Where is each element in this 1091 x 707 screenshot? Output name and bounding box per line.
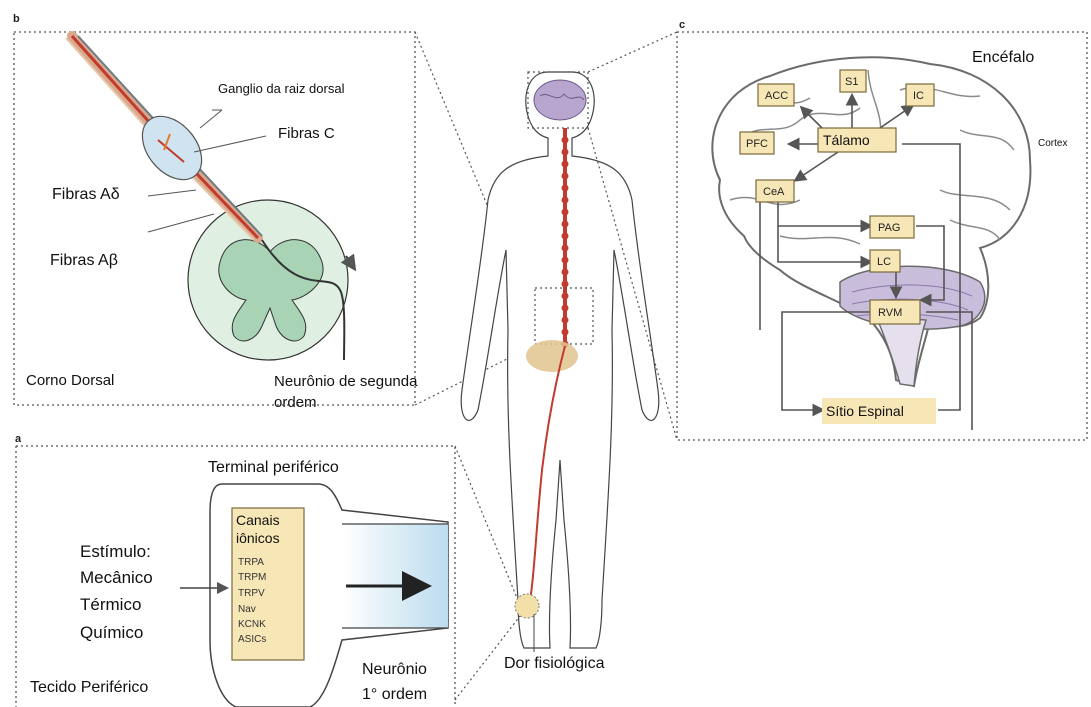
head-brain: [534, 80, 586, 120]
channel-nav: Nav: [238, 604, 256, 615]
panel-a-letter: a: [15, 433, 22, 445]
channel-kcnk: KCNK: [238, 619, 266, 630]
fibers-ab-label: Fibras Aβ: [50, 252, 118, 269]
fibers-ab-leader: [148, 214, 214, 232]
neuron-label-line1: Neurônio: [362, 661, 427, 678]
stimulus-mechanical: Mecânico: [80, 568, 153, 587]
ganglion-label: Ganglio da raiz dorsal: [218, 81, 345, 96]
stimulus-label: Estímulo:: [80, 542, 151, 561]
second-order-label-line1: Neurônio de segunda: [274, 373, 418, 390]
terminal-label: Terminal periférico: [208, 459, 339, 476]
node-thalamus-label: Tálamo: [823, 132, 870, 148]
ion-channels-label-line2: iônicos: [236, 530, 280, 546]
node-pag-label: PAG: [878, 222, 900, 234]
node-spinal-site-label: Sítio Espinal: [826, 403, 904, 419]
spinal-cord-section: [188, 200, 348, 360]
fibers-c-leader: [194, 136, 266, 152]
fibers-ad-leader: [148, 190, 196, 196]
panel-a: a Canais iônicos TRPA TRPM TRPV Nav KCNK…: [15, 433, 520, 707]
node-rvm-label: RVM: [878, 307, 902, 319]
channel-trpm: TRPM: [238, 572, 266, 583]
node-ic-label: IC: [913, 90, 924, 102]
fibers-c-label: Fibras C: [278, 125, 335, 142]
panel-b-frame: [14, 32, 415, 405]
panel-b-letter: b: [13, 13, 20, 25]
neuron-label-line2: 1° ordem: [362, 686, 427, 703]
panel-c: c Encéfalo Cortex: [677, 19, 1087, 440]
physiological-pain-label: Dor fisiológica: [504, 655, 605, 672]
panel-b: b Ganglio da raiz dorsal Fibras C: [13, 13, 418, 411]
node-cea-label: CeA: [763, 186, 785, 198]
channel-trpa: TRPA: [238, 557, 264, 568]
fibers-ad-label: Fibras Aδ: [52, 186, 120, 203]
connector-a-top: [455, 446, 517, 598]
cortex-label: Cortex: [1038, 138, 1067, 149]
stimulus-thermal: Térmico: [80, 595, 141, 614]
node-acc-label: ACC: [765, 90, 788, 102]
node-s1-label: S1: [845, 76, 858, 88]
stimulus-chemical: Químico: [80, 623, 143, 642]
brain-label: Encéfalo: [972, 49, 1034, 66]
ganglion-leader: [200, 110, 222, 128]
node-pfc-label: PFC: [746, 138, 768, 150]
channel-trpv: TRPV: [238, 588, 265, 599]
human-body: Dor fisiológica: [461, 72, 659, 672]
panel-c-letter: c: [679, 19, 685, 31]
foot-spot: [515, 594, 539, 618]
dorsal-horn-label: Corno Dorsal: [26, 372, 114, 389]
axon-segment: [342, 524, 448, 628]
connector-c-top: [588, 32, 677, 72]
second-order-label-line2: ordem: [274, 394, 317, 411]
pain-region: [526, 340, 578, 372]
tissue-label: Tecido Periférico: [30, 679, 148, 696]
channel-asics: ASICs: [238, 634, 266, 645]
ion-channels-label-line1: Canais: [236, 512, 280, 528]
node-lc-label: LC: [877, 256, 891, 268]
